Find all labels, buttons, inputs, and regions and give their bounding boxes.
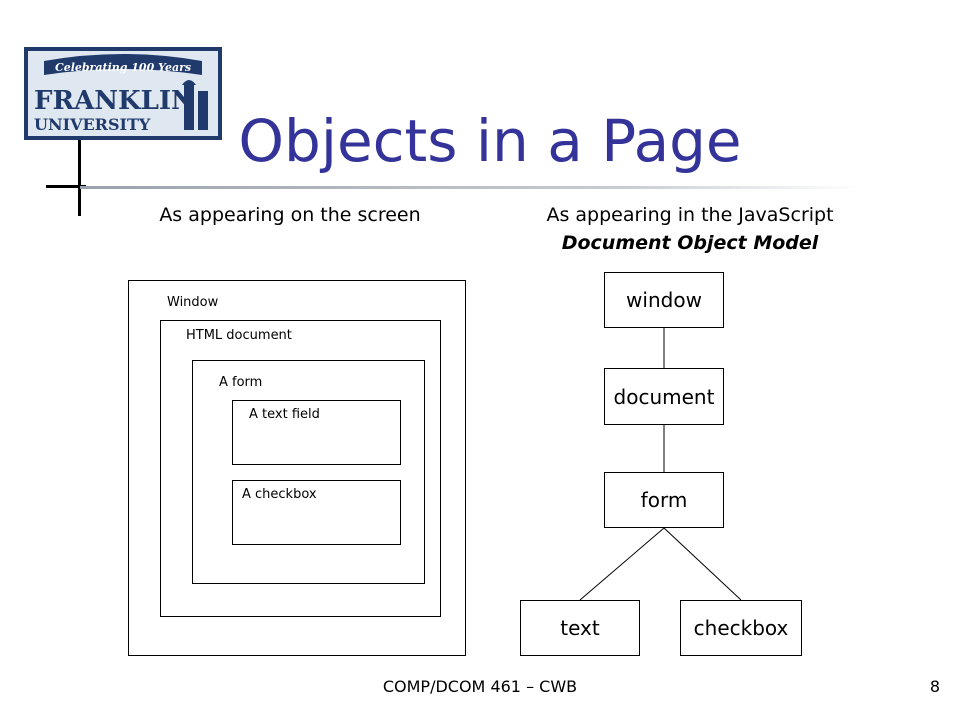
franklin-university-logo: Celebrating 100 Years FRANKLIN UNIVERSIT…: [24, 47, 222, 140]
title-underline-rule: [80, 186, 860, 189]
form-box: [192, 360, 425, 584]
checkbox-box-label: A checkbox: [242, 487, 317, 502]
decorative-vertical-line: [78, 140, 81, 216]
logo-graphic: Celebrating 100 Years FRANKLIN UNIVERSIT…: [24, 47, 222, 140]
slide-title: Objects in a Page: [238, 107, 742, 175]
svg-text:UNIVERSITY: UNIVERSITY: [34, 115, 151, 134]
dom-node-form: form: [604, 472, 724, 528]
dom-node-checkbox: checkbox: [680, 600, 802, 656]
decorative-horizontal-line: [46, 185, 86, 188]
right-column-heading: As appearing in the JavaScript Document …: [500, 201, 880, 257]
svg-text:Celebrating 100 Years: Celebrating 100 Years: [55, 61, 191, 74]
form-box-label: A form: [219, 375, 263, 390]
right-heading-line1: As appearing in the JavaScript: [546, 204, 834, 226]
dom-node-text: text: [520, 600, 640, 656]
text-field-box: [232, 400, 401, 465]
left-column-heading: As appearing on the screen: [159, 204, 421, 226]
right-heading-line2: Document Object Model: [561, 232, 819, 254]
slide-page-number: 8: [929, 677, 940, 696]
html-document-box-label: HTML document: [186, 328, 292, 343]
footer-course-label: COMP/DCOM 461 – CWB: [382, 677, 578, 696]
checkbox-box: [232, 480, 401, 545]
window-box-label: Window: [167, 295, 219, 310]
edge-form-text: [579, 527, 665, 601]
dom-node-window: window: [604, 272, 724, 328]
dom-node-document: document: [604, 368, 724, 425]
svg-text:FRANKLIN: FRANKLIN: [34, 86, 195, 116]
text-field-box-label: A text field: [249, 407, 320, 422]
edge-form-checkbox: [663, 527, 742, 601]
